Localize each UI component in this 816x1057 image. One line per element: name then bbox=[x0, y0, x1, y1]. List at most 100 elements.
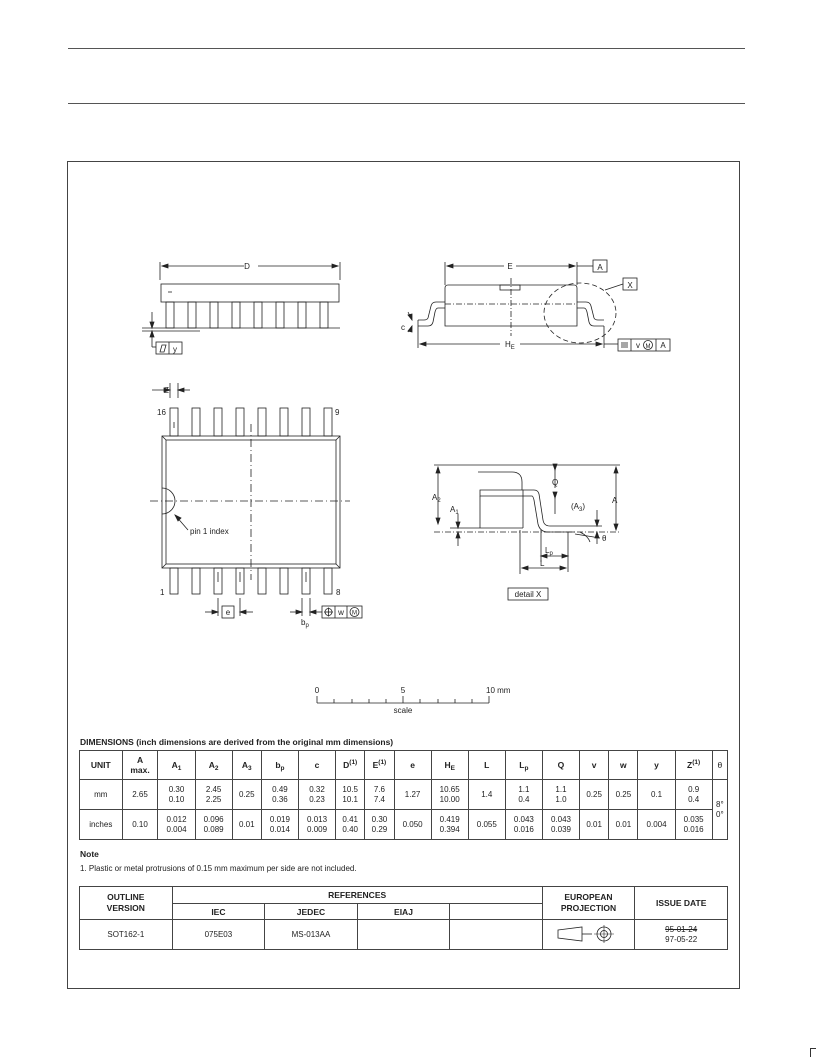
issue-date-new: 97-05-22 bbox=[665, 934, 698, 944]
label-lp: Lp bbox=[545, 546, 553, 557]
col-w: w bbox=[608, 750, 639, 780]
table-cell: 1.4 bbox=[467, 779, 506, 810]
label-a2: A2 bbox=[432, 493, 441, 504]
col-eiaj: EIAJ bbox=[356, 903, 451, 920]
label-e: e bbox=[226, 608, 231, 617]
label-d: D bbox=[244, 262, 250, 271]
side-view bbox=[142, 262, 341, 355]
detail-x-view bbox=[434, 463, 620, 601]
table-cell: 0.055 bbox=[467, 809, 506, 840]
col-blank bbox=[449, 903, 543, 920]
table-cell: 2.65 bbox=[121, 779, 159, 810]
table-cell: 0.25 bbox=[608, 779, 639, 810]
pin-16-label: 16 bbox=[157, 408, 166, 417]
label-he: HE bbox=[505, 340, 515, 351]
label-v: v bbox=[636, 341, 640, 350]
first-angle-projection-icon bbox=[558, 924, 615, 943]
top-view bbox=[150, 383, 363, 619]
col-bp: bp bbox=[260, 750, 299, 780]
table-cell: SOT162-1 bbox=[79, 919, 173, 950]
table-cell: 075E03 bbox=[171, 919, 266, 950]
projection-symbol-cell bbox=[541, 919, 636, 950]
table-cell: MS-013AA bbox=[264, 919, 358, 950]
label-a3: (A3) bbox=[571, 502, 585, 513]
label-a-ref-2: A bbox=[660, 341, 666, 350]
table-cell: 0.10 bbox=[121, 809, 159, 840]
label-a-ref: A bbox=[597, 263, 603, 272]
table-cell: 0.01 bbox=[231, 809, 262, 840]
table-cell: 0.25 bbox=[231, 779, 262, 810]
scale-tick-0: 0 bbox=[315, 686, 320, 695]
col-he: HE bbox=[430, 750, 469, 780]
package-drawing: D y bbox=[142, 259, 671, 715]
pin-9-label: 9 bbox=[335, 408, 340, 417]
table-cell: 0.01 bbox=[579, 809, 610, 840]
table-cell: mm bbox=[79, 779, 123, 810]
scale-tick-5: 5 bbox=[401, 686, 406, 695]
pin-1-label: 1 bbox=[160, 588, 165, 597]
table-cell: 0.01 bbox=[608, 809, 639, 840]
label-z: Z bbox=[164, 386, 169, 395]
label-theta: θ bbox=[602, 534, 607, 543]
col-e: e bbox=[393, 750, 432, 780]
col-v: v bbox=[579, 750, 610, 780]
end-view bbox=[407, 259, 671, 352]
scale-tick-10: 10 mm bbox=[486, 686, 511, 695]
col-issue-date: ISSUE DATE bbox=[634, 886, 728, 920]
label-y: y bbox=[173, 345, 177, 354]
pin-8-label: 8 bbox=[336, 588, 341, 597]
col-z: Z(1) bbox=[674, 750, 713, 780]
col-y: y bbox=[637, 750, 676, 780]
note-heading: Note bbox=[80, 849, 99, 859]
col-q: Q bbox=[541, 750, 581, 780]
package-outline-frame bbox=[67, 161, 740, 989]
header-rule-bottom bbox=[68, 103, 745, 104]
table-cell bbox=[356, 919, 451, 950]
table-cell: 0.1 bbox=[637, 779, 676, 810]
scale-label: scale bbox=[394, 706, 413, 715]
table-cell: 0.25 bbox=[579, 779, 610, 810]
col-theta: θ bbox=[711, 750, 729, 780]
col-references: REFERENCES bbox=[171, 886, 543, 904]
label-e-cap: E bbox=[507, 262, 512, 271]
col-a1: A1 bbox=[157, 750, 196, 780]
col-iec: IEC bbox=[171, 903, 266, 920]
table-cell: 1.27 bbox=[393, 779, 432, 810]
label-a1: A1 bbox=[450, 505, 459, 516]
label-x: X bbox=[627, 281, 633, 290]
dimensions-title: DIMENSIONS (inch dimensions are derived … bbox=[80, 737, 394, 747]
table-cell: inches bbox=[79, 809, 123, 840]
table-cell-theta: 8°0° bbox=[711, 779, 729, 840]
col-e-cap: E(1) bbox=[364, 750, 395, 780]
issue-date-old: 95-01-24 bbox=[665, 924, 698, 934]
label-m: M bbox=[646, 344, 651, 350]
detail-x-label: detail X bbox=[515, 590, 542, 599]
table-cell: 0.050 bbox=[393, 809, 432, 840]
header-rule-top bbox=[68, 48, 745, 49]
pin-1-index-label: pin 1 index bbox=[190, 527, 229, 536]
col-jedec: JEDEC bbox=[264, 903, 358, 920]
col-l: L bbox=[467, 750, 506, 780]
